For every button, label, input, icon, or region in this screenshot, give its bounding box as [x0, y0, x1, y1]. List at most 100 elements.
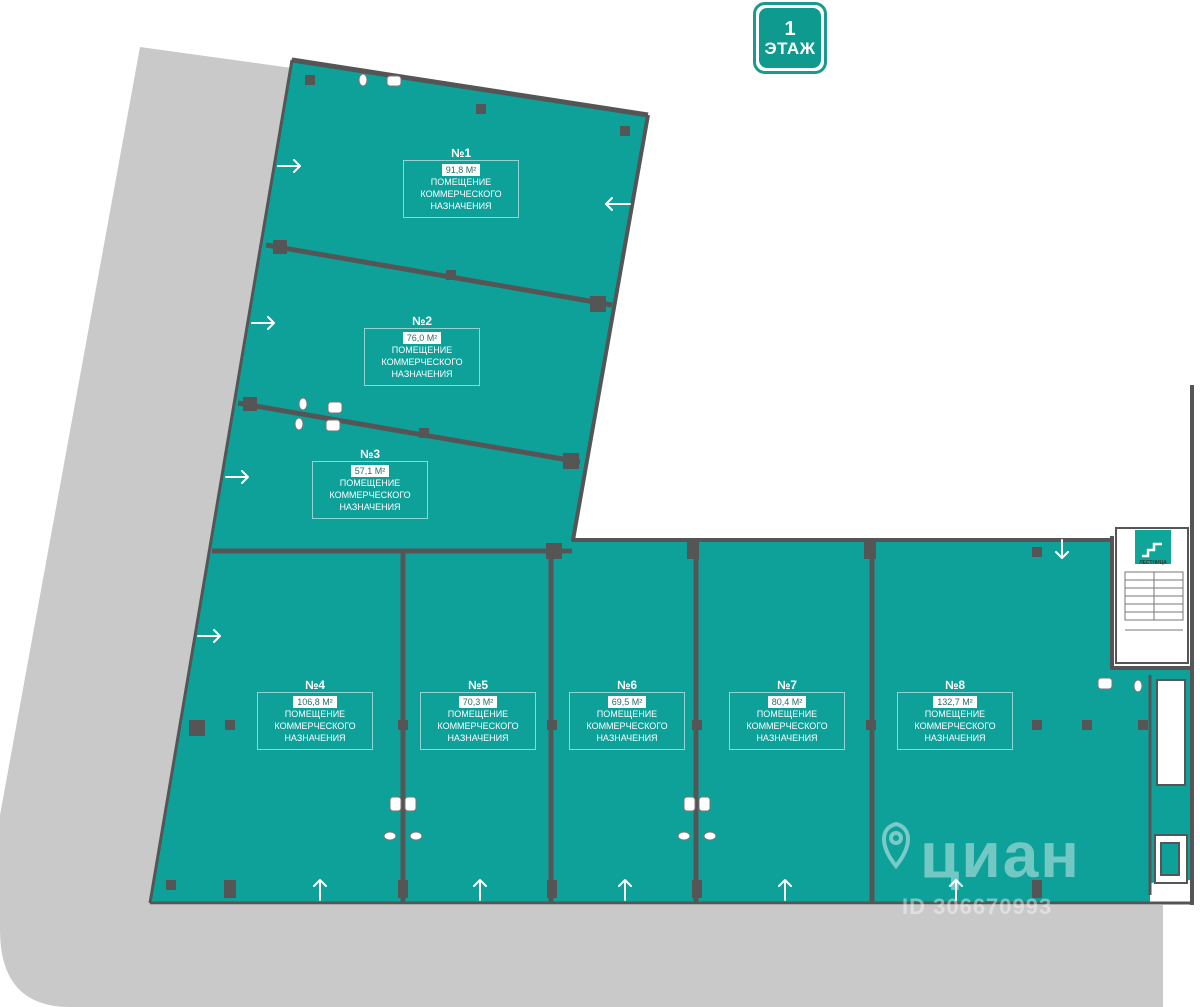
column	[446, 270, 456, 280]
sink-icon	[683, 796, 696, 812]
room-caption-line1: ПОМЕЩЕНИЕ	[430, 177, 492, 187]
stair-block	[1115, 527, 1189, 664]
column	[563, 453, 579, 469]
wall-1-2	[265, 242, 613, 308]
room-area: 91,8 М²	[441, 164, 481, 176]
outer-wall-right-wing	[571, 114, 1112, 542]
toilet-icon	[298, 397, 308, 411]
utility-shaft	[1156, 679, 1186, 786]
room-1-label[interactable]: №1 91,8 М² ПОМЕЩЕНИЕ КОММЕРЧЕСКОГО НАЗНА…	[403, 146, 519, 218]
room-caption: 106,8 М² ПОМЕЩЕНИЕ КОММЕРЧЕСКОГО НАЗНАЧЕ…	[257, 692, 373, 750]
column	[692, 880, 702, 898]
floor-number: 1	[784, 17, 796, 40]
column	[620, 126, 630, 136]
column	[1138, 720, 1148, 730]
column	[1032, 880, 1042, 898]
entrance-arrow-icon	[949, 879, 963, 901]
sink-icon	[327, 401, 343, 414]
column	[419, 428, 429, 438]
watermark-id: ID 306670993	[902, 894, 1053, 919]
room-4-label[interactable]: №4 106,8 М² ПОМЕЩЕНИЕ КОММЕРЧЕСКОГО НАЗН…	[257, 678, 373, 750]
room-caption-line1: ПОМЕЩЕНИЕ	[447, 709, 509, 719]
sink-icon	[404, 796, 417, 812]
column	[590, 296, 606, 312]
room-caption-line3: НАЗНАЧЕНИЯ	[756, 733, 818, 743]
utility-shaft-inner	[1160, 842, 1180, 876]
toilet-icon	[703, 831, 717, 841]
room-caption-line1: ПОМЕЩЕНИЕ	[756, 709, 818, 719]
entrance-arrow-icon	[618, 879, 632, 901]
sink-icon	[386, 75, 402, 87]
entrance-arrow-icon	[778, 879, 792, 901]
room-number: №6	[616, 678, 638, 692]
room-caption-line1: ПОМЕЩЕНИЕ	[924, 709, 986, 719]
room-caption-line3: НАЗНАЧЕНИЯ	[284, 733, 346, 743]
column	[398, 880, 408, 898]
room-caption: 91,8 М² ПОМЕЩЕНИЕ КОММЕРЧЕСКОГО НАЗНАЧЕН…	[403, 160, 519, 218]
room-caption-line3: НАЗНАЧЕНИЯ	[924, 733, 986, 743]
column	[1032, 547, 1042, 557]
outer-wall-top	[291, 57, 649, 118]
room-caption: 70,3 М² ПОМЕЩЕНИЕ КОММЕРЧЕСКОГО НАЗНАЧЕН…	[420, 692, 536, 750]
room-number: №5	[467, 678, 489, 692]
outer-wall-west	[148, 59, 294, 904]
entrance-arrow-icon	[277, 159, 301, 173]
room-caption: 80,4 М² ПОМЕЩЕНИЕ КОММЕРЧЕСКОГО НАЗНАЧЕН…	[729, 692, 845, 750]
column	[546, 543, 562, 559]
outer-wall-east	[1110, 536, 1190, 670]
room-area: 57,1 М²	[350, 465, 390, 477]
column	[1032, 720, 1042, 730]
room-caption: 76,0 М² ПОМЕЩЕНИЕ КОММЕРЧЕСКОГО НАЗНАЧЕН…	[364, 328, 480, 386]
entrance-arrow-icon	[251, 316, 275, 330]
sink-icon	[698, 796, 711, 812]
room-caption: 132,7 М² ПОМЕЩЕНИЕ КОММЕРЧЕСКОГО НАЗНАЧЕ…	[897, 692, 1013, 750]
room-area: 106,8 М²	[293, 696, 337, 708]
column	[273, 240, 287, 254]
room-caption: 57,1 М² ПОМЕЩЕНИЕ КОММЕРЧЕСКОГО НАЗНАЧЕН…	[312, 461, 428, 519]
wall-2-3	[237, 400, 581, 465]
room-area: 132,7 М²	[933, 696, 977, 708]
entrance-arrow-icon	[1055, 539, 1069, 559]
column	[189, 720, 205, 736]
column	[864, 541, 876, 559]
entrance-arrow-icon	[313, 879, 327, 901]
room-area: 80,4 М²	[767, 696, 807, 708]
stairs-label: ЛЕСТНИЦА	[1139, 560, 1167, 566]
room-6-label[interactable]: №6 69,5 М² ПОМЕЩЕНИЕ КОММЕРЧЕСКОГО НАЗНА…	[569, 678, 685, 750]
entrance-arrow-icon	[605, 197, 631, 211]
room-area: 76,0 М²	[402, 332, 442, 344]
room-caption: 69,5 М² ПОМЕЩЕНИЕ КОММЕРЧЕСКОГО НАЗНАЧЕН…	[569, 692, 685, 750]
room-7-label[interactable]: №7 80,4 М² ПОМЕЩЕНИЕ КОММЕРЧЕСКОГО НАЗНА…	[729, 678, 845, 750]
room-area: 69,5 М²	[607, 696, 647, 708]
entrance-arrow-icon	[225, 470, 249, 484]
room-2-label[interactable]: №2 76,0 М² ПОМЕЩЕНИЕ КОММЕРЧЕСКОГО НАЗНА…	[364, 314, 480, 386]
column	[687, 541, 699, 559]
column	[547, 720, 557, 730]
entrance-arrow-icon	[197, 629, 221, 643]
sink-icon	[1097, 677, 1113, 690]
watermark-brand: циан	[920, 819, 1081, 891]
room-8-label[interactable]: №8 132,7 М² ПОМЕЩЕНИЕ КОММЕРЧЕСКОГО НАЗН…	[897, 678, 1013, 750]
toilet-icon	[677, 831, 691, 841]
room-caption-line3: НАЗНАЧЕНИЯ	[430, 201, 492, 211]
column	[166, 880, 176, 890]
room-number: №1	[450, 146, 472, 160]
room-3-label[interactable]: №3 57,1 М² ПОМЕЩЕНИЕ КОММЕРЧЕСКОГО НАЗНА…	[312, 447, 428, 519]
room-caption-line3: НАЗНАЧЕНИЯ	[447, 733, 509, 743]
column	[243, 397, 257, 411]
room-5-label[interactable]: №5 70,3 М² ПОМЕЩЕНИЕ КОММЕРЧЕСКОГО НАЗНА…	[420, 678, 536, 750]
room-caption-line2: КОММЕРЧЕСКОГО	[914, 721, 996, 731]
room-caption-line2: КОММЕРЧЕСКОГО	[586, 721, 668, 731]
room-caption-line1: ПОМЕЩЕНИЕ	[339, 478, 401, 488]
room-number: №8	[944, 678, 966, 692]
room-number: №2	[411, 314, 433, 328]
room-caption-line3: НАЗНАЧЕНИЯ	[391, 369, 453, 379]
column	[225, 720, 235, 730]
room-caption-line1: ПОМЕЩЕНИЕ	[284, 709, 346, 719]
room-number: №3	[359, 447, 381, 461]
room-caption-line3: НАЗНАЧЕНИЯ	[339, 502, 401, 512]
column	[866, 720, 876, 730]
toilet-icon	[358, 73, 368, 87]
column	[476, 104, 486, 114]
